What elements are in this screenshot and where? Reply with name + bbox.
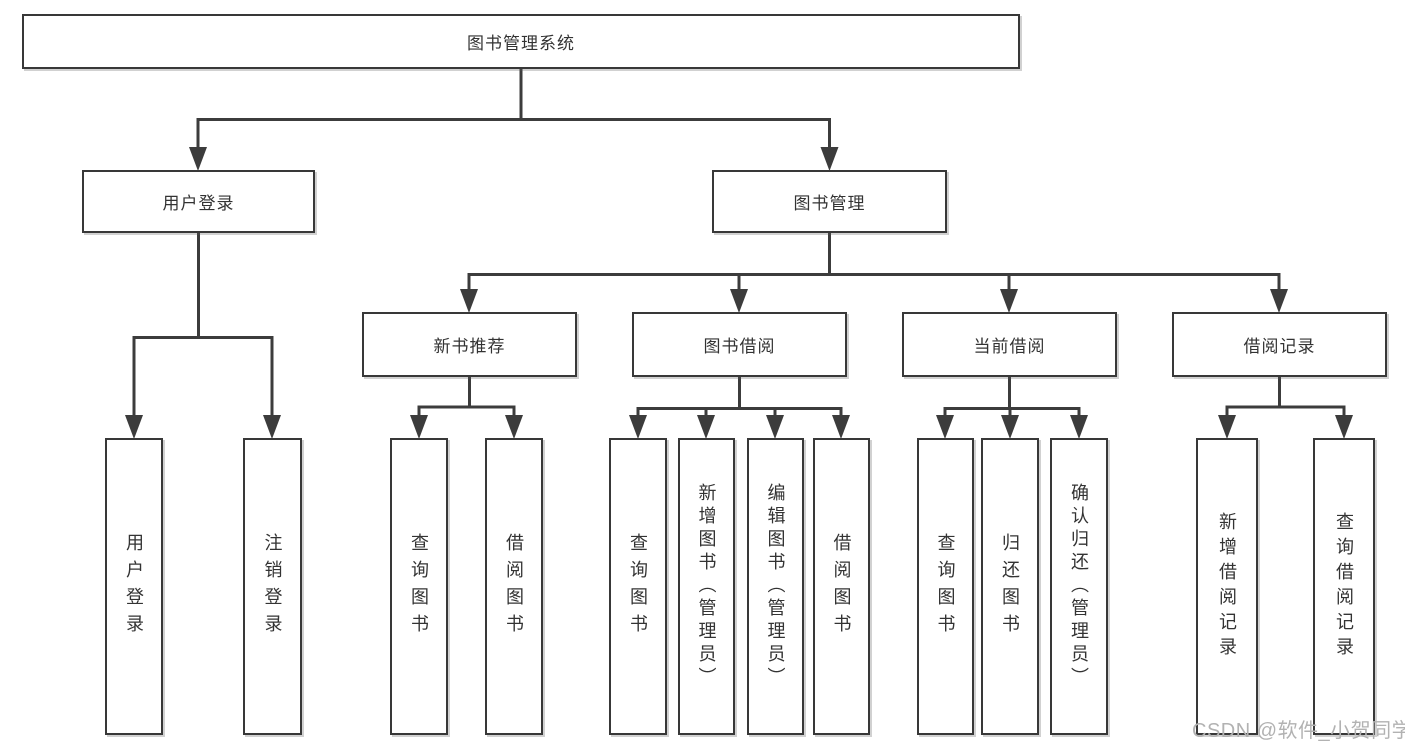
node-leaf-add-borrow-record: 新增借阅记录: [1196, 438, 1258, 735]
node-borrow-records: 借阅记录: [1172, 312, 1387, 377]
node-leaf-user-login: 用户登录: [105, 438, 163, 735]
node-leaf-query-books-recommend: 查询图书: [390, 438, 448, 735]
node-leaf-query-borrow-record: 查询借阅记录: [1313, 438, 1375, 735]
node-book-borrow: 图书借阅: [632, 312, 847, 377]
node-leaf-logout: 注销登录: [243, 438, 302, 735]
node-leaf-borrow-books: 借阅图书: [813, 438, 870, 735]
node-user-login: 用户登录: [82, 170, 315, 233]
node-leaf-add-books-admin: 新增图书（管理员）: [678, 438, 735, 735]
node-book-management: 图书管理: [712, 170, 947, 233]
node-leaf-confirm-return-admin: 确认归还（管理员）: [1050, 438, 1108, 735]
node-new-book-recommend: 新书推荐: [362, 312, 577, 377]
watermark: CSDN @软件_小贺同学: [1192, 720, 1405, 742]
node-library-system: 图书管理系统: [22, 14, 1020, 69]
node-current-borrow: 当前借阅: [902, 312, 1117, 377]
node-leaf-query-books-current: 查询图书: [917, 438, 974, 735]
node-leaf-return-books: 归还图书: [981, 438, 1039, 735]
node-leaf-borrow-books-recommend: 借阅图书: [485, 438, 543, 735]
node-leaf-edit-books-admin: 编辑图书（管理员）: [747, 438, 804, 735]
node-leaf-query-books-borrow: 查询图书: [609, 438, 667, 735]
